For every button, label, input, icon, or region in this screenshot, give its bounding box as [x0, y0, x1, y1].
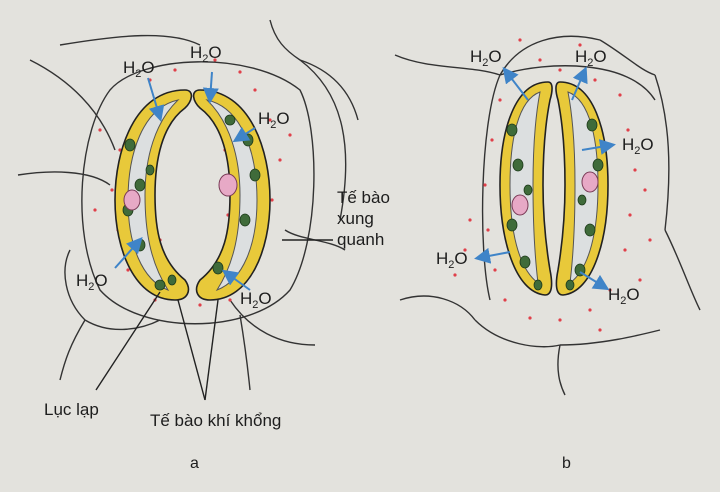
surrounding-cell-label-1: Tế bào: [337, 188, 390, 207]
h2o-label: H2O: [575, 47, 607, 69]
surrounding-cells-b: [394, 35, 701, 396]
surrounding-cell-label-2: xung: [337, 209, 374, 228]
h2o-label: H2O: [470, 47, 502, 69]
guard-cells-label: Tế bào khí khổng: [150, 411, 281, 430]
h2o-label: H2O: [190, 43, 222, 65]
nucleus-a: [123, 173, 238, 211]
h2o-label: H2O: [258, 109, 290, 131]
chloroplasts-b: [506, 118, 604, 291]
guard-cell-right-b: [555, 81, 609, 296]
h2o-labels-a: H2O H2O H2O H2O H2O: [76, 43, 290, 311]
water-arrows-b: [474, 66, 616, 291]
surrounding-cells-a: [17, 19, 359, 391]
nucleus-b: [511, 171, 599, 216]
water-arrows-a: [114, 71, 256, 291]
h2o-label: H2O: [436, 249, 468, 271]
h2o-label: H2O: [76, 271, 108, 293]
h2o-label: H2O: [608, 285, 640, 307]
callout-lines-a: [95, 239, 333, 401]
h2o-label: H2O: [240, 289, 272, 311]
panel-label-b: b: [562, 455, 571, 472]
h2o-labels-b: H2O H2O H2O H2O H2O: [436, 47, 654, 307]
panel-label-a: a: [190, 455, 199, 472]
chloroplast-label: Lục lạp: [44, 400, 99, 419]
water-dots-b: [453, 38, 652, 332]
surrounding-cell-label-3: quanh: [337, 230, 384, 249]
h2o-label: H2O: [123, 58, 155, 80]
h2o-label: H2O: [622, 135, 654, 157]
